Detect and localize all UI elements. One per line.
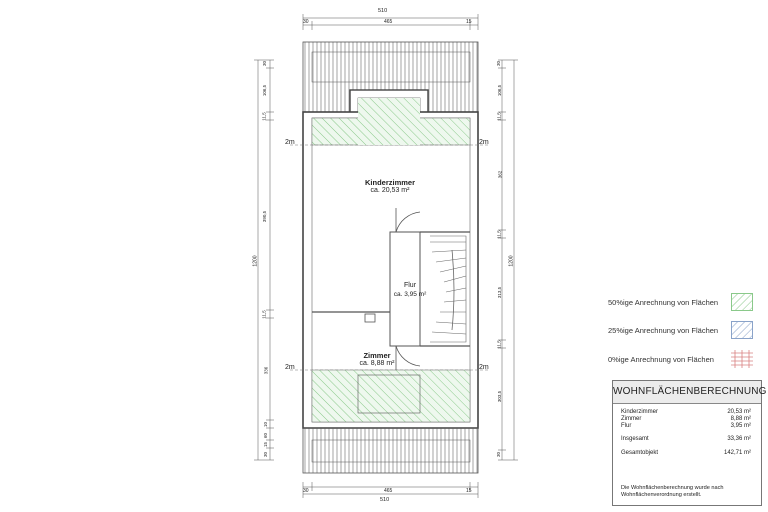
calc-row-value: 20,53 m²: [727, 409, 751, 415]
dim-left-seg-4: 11,5: [261, 310, 267, 319]
stair: [430, 235, 467, 343]
calc-note: Die Wohnflächenberechnung wurde nach Woh…: [621, 485, 724, 498]
dim-left-seg-2: 11,5: [261, 112, 267, 121]
calc-total: Insgesamt 33,36 m²: [621, 436, 751, 442]
calc-object-label: Gesamtobjekt: [621, 450, 659, 456]
dim-right-seg-7: 303,5: [497, 390, 503, 403]
dim-right-total: 1200: [508, 255, 515, 267]
dimension-right: [498, 59, 518, 461]
flur-corridor: [364, 208, 421, 370]
zone-50-dormer-top: [358, 98, 420, 145]
dim-bottom-right: 15: [466, 488, 472, 494]
legend-swatch-0: [731, 350, 753, 368]
room-name-kinderzimmer: Kinderzimmer: [364, 178, 415, 187]
dim-left-seg-7: 60: [263, 432, 269, 439]
dimension-bottom: [302, 482, 479, 498]
dim-left-seg-1: 106,5: [262, 84, 268, 97]
room-area-kinderzimmer: ca. 20,53 m²: [370, 187, 410, 194]
dim-left-seg-9: 30: [263, 451, 269, 458]
dim-right-seg-1: 106,5: [497, 84, 503, 97]
dim-right-seg-8: 30: [496, 451, 502, 458]
calc-total-value: 33,36 m²: [727, 436, 751, 442]
room-name-zimmer: Zimmer: [363, 351, 391, 360]
calc-row-label: Zimmer: [621, 416, 642, 422]
calc-row-kinderzimmer: Kinderzimmer 20,53 m²: [621, 409, 751, 415]
dim-left-total: 1200: [252, 255, 259, 267]
dim-right-seg-3: 362: [497, 170, 503, 179]
calc-row-zimmer: Zimmer 8,88 m²: [621, 416, 751, 422]
marker-2m-top-right: 2m: [479, 139, 489, 146]
legend-label-0: 0%ige Anrechnung von Flächen: [608, 355, 714, 364]
dim-left-seg-0: 30: [262, 60, 268, 67]
calc-object-value: 142,71 m²: [723, 450, 751, 456]
zone-50-bottom: [311, 369, 471, 423]
calc-total-label: Insgesamt: [621, 436, 649, 442]
calc-row-flur: Flur 3,95 m²: [621, 423, 751, 429]
dim-left-seg-3: 390,5: [262, 210, 268, 223]
dim-top-total: 510: [378, 8, 388, 14]
room-area-zimmer: ca. 8,88 m²: [359, 360, 395, 367]
dim-left-seg-6: 10: [263, 421, 269, 428]
calc-row-label: Kinderzimmer: [621, 409, 659, 415]
room-name-flur: Flur: [403, 282, 417, 289]
dim-top-mid: 465: [384, 19, 393, 25]
dim-right-seg-4: 11,5: [496, 230, 502, 239]
marker-2m-bottom-left: 2m: [285, 364, 295, 371]
dim-bottom-total: 510: [380, 497, 390, 503]
dim-right-seg-2: 11,5: [496, 112, 502, 121]
dim-left-seg-8: 15: [263, 441, 269, 448]
dim-bottom-left: 30: [303, 488, 309, 494]
calc-row-value: 8,88 m²: [730, 416, 751, 422]
room-area-flur: ca. 3,95 m²: [393, 291, 427, 298]
marker-2m-top-left: 2m: [285, 139, 295, 146]
legend-swatch-25: [731, 321, 753, 339]
dim-left-seg-5: 336: [263, 366, 269, 375]
legend-label-50: 50%ige Anrechnung von Flächen: [608, 298, 719, 307]
dimension-left: [254, 59, 274, 461]
dimension-top: [302, 14, 479, 30]
area-calculation-box: WOHNFLÄCHENBERECHNUNG Kinderzimmer 20,53…: [612, 380, 766, 506]
dormer-bottom-inner: [357, 374, 421, 414]
dim-bottom-mid: 465: [384, 488, 393, 494]
dim-right-seg-5: 313,5: [497, 286, 503, 299]
calc-object: Gesamtobjekt 142,71 m²: [621, 450, 751, 456]
calc-title: WOHNFLÄCHENBERECHNUNG: [613, 381, 766, 404]
calc-row-label: Flur: [621, 423, 632, 429]
legend-label-25: 25%ige Anrechnung von Flächen: [608, 326, 719, 335]
roof-bottom: [302, 427, 479, 474]
marker-2m-bottom-right: 2m: [479, 364, 489, 371]
dim-top-left: 30: [303, 19, 309, 25]
calc-row-value: 3,95 m²: [730, 423, 751, 429]
legend-swatch-50: [731, 293, 753, 311]
dim-right-seg-6: 11,5: [496, 340, 502, 349]
dim-right-seg-0: 30: [496, 60, 502, 67]
dim-top-right: 15: [466, 19, 472, 25]
